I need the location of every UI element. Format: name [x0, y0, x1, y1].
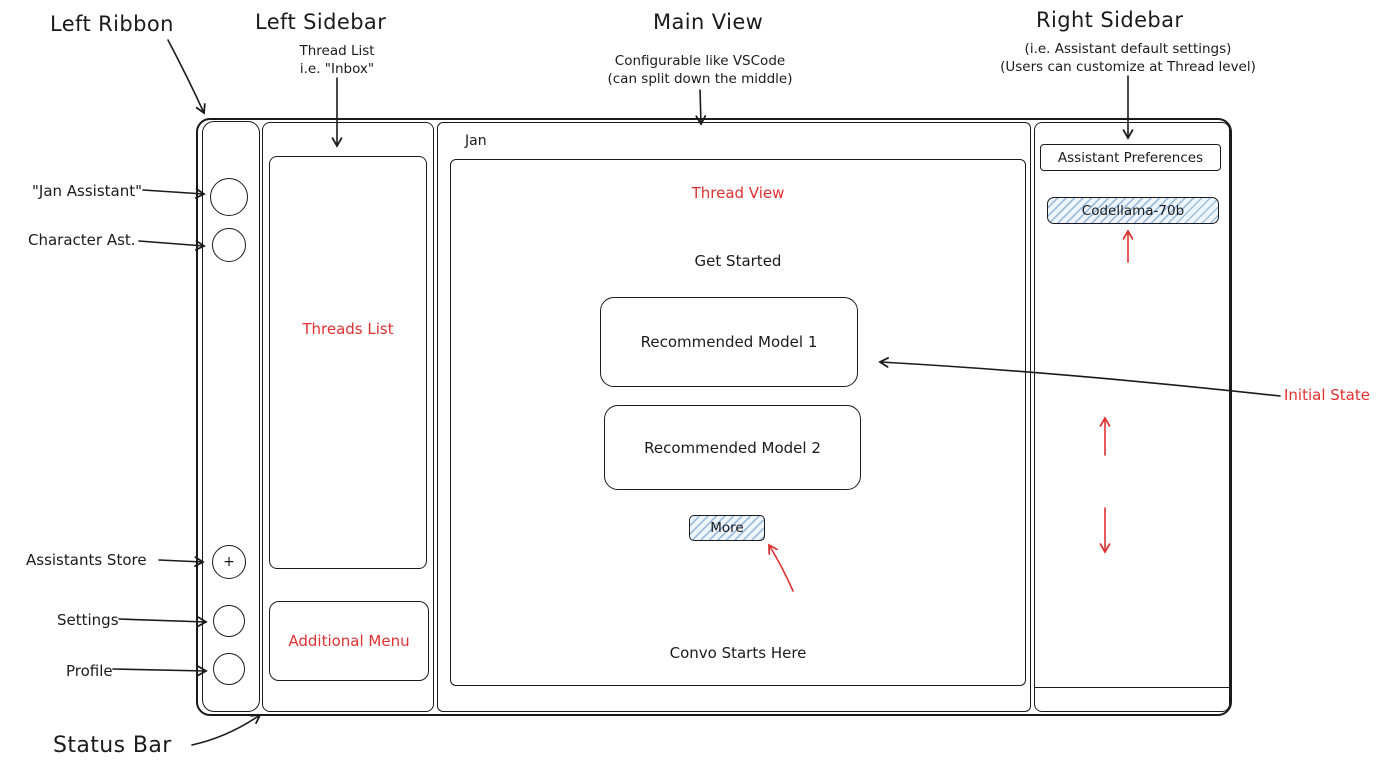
thread-view-panel: Thread View Get Started Recommended Mode…	[450, 159, 1026, 686]
get-started-label: Get Started	[694, 252, 782, 270]
main-view: Jan Thread View Get Started Recommended …	[437, 122, 1031, 712]
right-sidebar-subnote: (i.e. Assistant default settings) (Users…	[968, 40, 1288, 76]
thread-view-label: Thread View	[691, 184, 785, 202]
more-button-label: More	[710, 520, 744, 536]
left-sidebar: Threads List Additional Menu	[262, 122, 434, 712]
codellama-chip-label: Codellama-70b	[1081, 202, 1185, 219]
right-sidebar-subnote-line2: (Users can customize at Thread level)	[1000, 59, 1256, 75]
assistants-store-annotation: Assistants Store	[26, 551, 147, 569]
left-sidebar-subnote-line1: Thread List	[299, 43, 375, 59]
arrow-profile	[112, 665, 208, 677]
main-view-subnote-line2: (can split down the middle)	[607, 71, 793, 87]
right-sidebar-annotation: Right Sidebar	[1036, 8, 1184, 32]
recommended-model-1-card[interactable]: Recommended Model 1	[600, 297, 858, 387]
threads-list-label: Threads List	[302, 320, 394, 338]
initial-state-annotation: Initial State	[1284, 386, 1370, 404]
profile-button[interactable]	[213, 653, 245, 685]
window-title: Jan	[465, 133, 487, 149]
left-sidebar-subnote: Thread List i.e. "Inbox"	[272, 42, 402, 78]
more-button[interactable]: More	[689, 515, 765, 541]
jan-assistant-button[interactable]	[210, 178, 248, 216]
jan-assistant-annotation: "Jan Assistant"	[32, 182, 143, 200]
character-ast-annotation: Character Ast.	[28, 231, 136, 249]
arrow-settings	[118, 616, 208, 628]
main-view-subnote-line1: Configurable like VSCode	[614, 53, 786, 69]
status-bar-annotation: Status Bar	[53, 733, 172, 758]
arrow-left-ribbon	[167, 39, 206, 115]
profile-annotation: Profile	[66, 662, 113, 680]
recommended-model-2-label: Recommended Model 2	[644, 438, 821, 457]
arrow-jan-assistant	[142, 188, 206, 199]
left-sidebar-annotation: Left Sidebar	[255, 10, 387, 34]
additional-menu-panel[interactable]: Additional Menu	[269, 601, 429, 681]
left-ribbon: +	[202, 121, 260, 712]
threads-list-panel[interactable]: Threads List	[269, 156, 427, 569]
assistants-store-button[interactable]: +	[212, 545, 246, 579]
assistant-preferences-header: Assistant Preferences	[1040, 144, 1221, 171]
recommended-model-1-label: Recommended Model 1	[640, 333, 818, 351]
settings-annotation: Settings	[57, 611, 119, 629]
arrow-status-bar	[191, 713, 262, 746]
arrow-character-ast	[138, 240, 206, 251]
right-sidebar-status-divider	[1035, 687, 1229, 688]
plus-icon: +	[223, 554, 235, 570]
additional-menu-label: Additional Menu	[288, 632, 410, 650]
left-sidebar-subnote-line2: i.e. "Inbox"	[299, 61, 375, 77]
main-view-subnote: Configurable like VSCode (can split down…	[590, 52, 810, 88]
character-assistant-button[interactable]	[212, 228, 246, 262]
left-ribbon-annotation: Left Ribbon	[50, 12, 174, 36]
right-sidebar: Assistant Preferences Codellama-70b	[1034, 122, 1230, 712]
settings-button[interactable]	[213, 605, 245, 637]
assistant-preferences-label: Assistant Preferences	[1057, 149, 1204, 166]
codellama-chip[interactable]: Codellama-70b	[1047, 197, 1219, 224]
recommended-model-2-card[interactable]: Recommended Model 2	[604, 405, 861, 490]
main-view-annotation: Main View	[653, 10, 764, 34]
convo-starts-here-label: Convo Starts Here	[669, 644, 807, 662]
right-sidebar-subnote-line1: (i.e. Assistant default settings)	[1024, 41, 1232, 57]
